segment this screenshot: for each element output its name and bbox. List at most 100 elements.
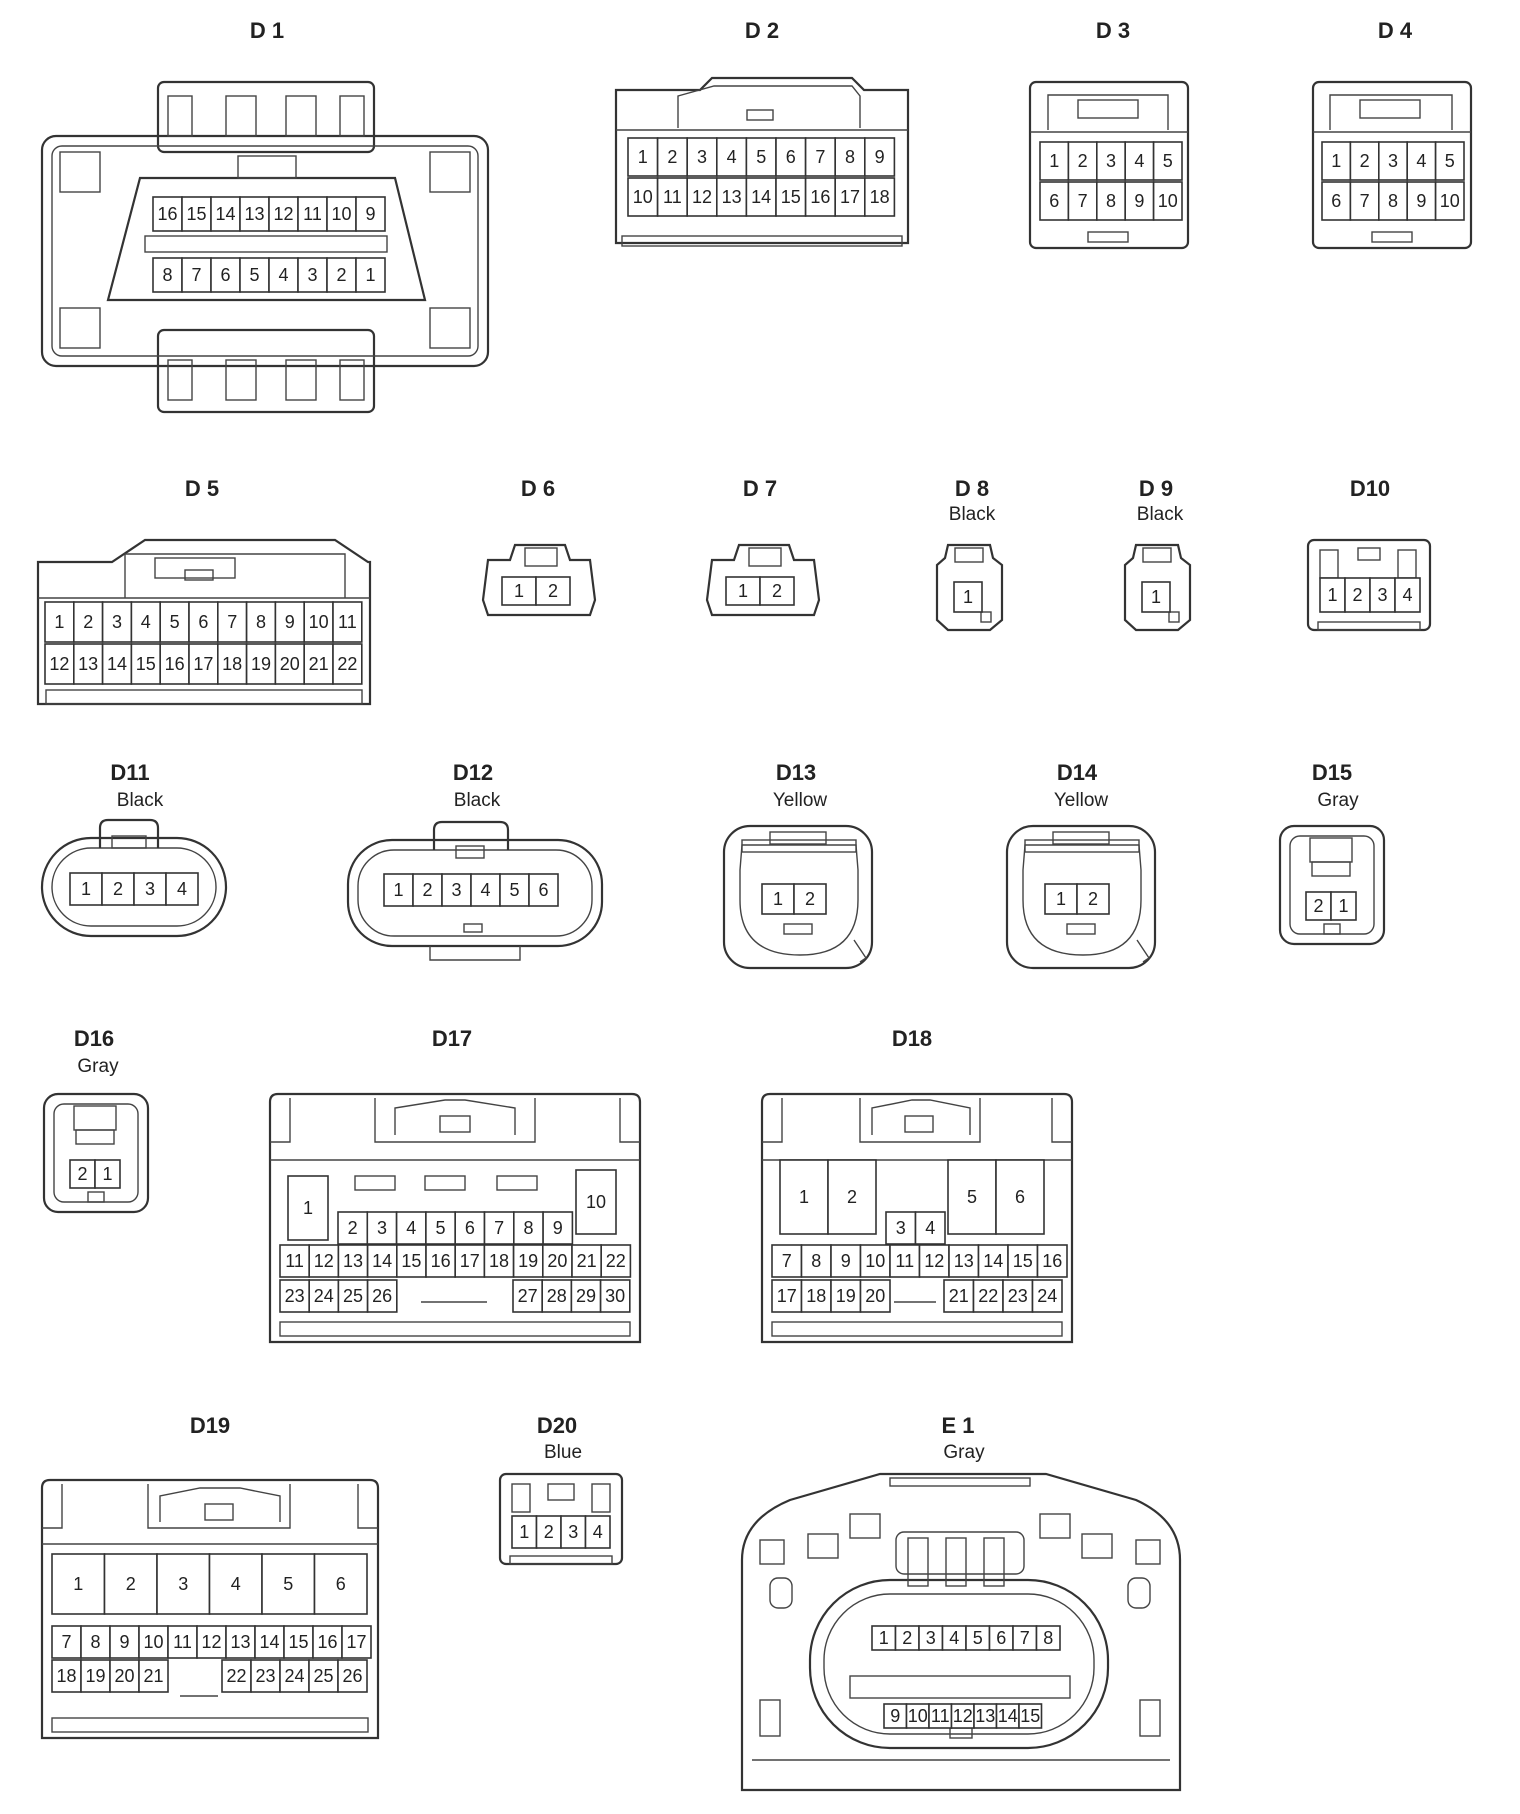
pin-cell: 6 xyxy=(528,873,559,907)
pin-cell: 22 xyxy=(600,1244,632,1278)
pin-cell: 2 xyxy=(103,1553,158,1615)
pin-number: 25 xyxy=(313,1666,333,1686)
pin-cell: 10 xyxy=(303,601,334,643)
pin-number: 29 xyxy=(576,1286,596,1306)
connector-color: Gray xyxy=(77,1056,119,1077)
pin-cell: 6 xyxy=(1039,181,1070,221)
pin-number: 4 xyxy=(278,265,288,285)
connector-d1: D 1 xyxy=(40,18,490,414)
connector-color: Black xyxy=(454,790,501,811)
connector-label: D11 xyxy=(110,760,149,785)
pin-number: 2 xyxy=(544,1522,554,1542)
pin-number: 5 xyxy=(1163,151,1173,171)
pin-cell: 4 xyxy=(941,1625,967,1651)
connector-label: D17 xyxy=(432,1026,472,1051)
pin-number: 1 xyxy=(519,1522,529,1542)
pin-cell: 16 xyxy=(804,177,836,217)
pin-cell: 1 xyxy=(1039,141,1070,181)
pin-number: 19 xyxy=(85,1666,105,1686)
pin-number: 12 xyxy=(201,1632,221,1652)
pin-number: 22 xyxy=(978,1286,998,1306)
pin-cell: 13 xyxy=(715,177,748,217)
pin-number: 11 xyxy=(285,1251,304,1271)
connector-d17: D17 xyxy=(268,1026,642,1344)
pin-cell: 19 xyxy=(830,1279,862,1313)
pin-cell: 12 xyxy=(44,643,75,685)
pin-cell: 4 xyxy=(715,137,748,177)
pin-number: 11 xyxy=(173,1632,192,1652)
pin-cell: 24 xyxy=(308,1279,340,1313)
pin-cell: 21 xyxy=(138,1659,169,1693)
pin-cell: 12 xyxy=(308,1244,340,1278)
pin-cell: 8 xyxy=(800,1244,832,1278)
pin-number: 17 xyxy=(840,187,860,207)
pin-number: 6 xyxy=(538,880,548,900)
pin-number: 7 xyxy=(494,1218,504,1238)
pin-number: 1 xyxy=(1049,151,1059,171)
pin-cell: 4 xyxy=(130,601,161,643)
pin-number: 9 xyxy=(1134,191,1144,211)
pin-number: 2 xyxy=(1313,896,1323,916)
pin-cell: 15 xyxy=(395,1244,427,1278)
connector-label: D 6 xyxy=(521,476,555,501)
pin-cell: 1 xyxy=(501,576,537,606)
pin-cell: 7 xyxy=(1349,181,1380,221)
pin-cell: 26 xyxy=(337,1659,368,1693)
pin-number: 3 xyxy=(112,612,122,632)
pin-number: 22 xyxy=(226,1666,246,1686)
pin-cell: 5 xyxy=(947,1159,997,1235)
pin-number: 2 xyxy=(667,147,677,167)
pin-number: 26 xyxy=(342,1666,362,1686)
pin-number: 14 xyxy=(998,1706,1018,1726)
pin-cell: 13 xyxy=(225,1625,256,1659)
pin-number: 13 xyxy=(78,654,98,674)
connector-label: D18 xyxy=(892,1026,932,1051)
pin-cell: 7 xyxy=(483,1211,515,1245)
pin-number: 24 xyxy=(314,1286,334,1306)
pin-cell: 14 xyxy=(101,643,133,685)
pin-cell: 19 xyxy=(80,1659,111,1693)
connector-label: D 4 xyxy=(1378,18,1413,43)
pin-number: 4 xyxy=(1134,151,1144,171)
pin-number: 7 xyxy=(1078,191,1088,211)
pin-number: 13 xyxy=(975,1706,995,1726)
pin-cell: 11 xyxy=(928,1703,953,1729)
pin-number: 5 xyxy=(756,147,766,167)
pin-cell: 14 xyxy=(995,1703,1020,1729)
pin-cell: 25 xyxy=(308,1659,339,1693)
pin-cell: 22 xyxy=(332,643,363,685)
pin-cell: 8 xyxy=(834,137,866,177)
pin-cell: 1 xyxy=(1141,581,1171,613)
pin-cell: 20 xyxy=(541,1244,573,1278)
pin-number: 15 xyxy=(288,1632,308,1652)
pin-cell: 7 xyxy=(1012,1625,1038,1651)
pin-cell: 1 xyxy=(871,1625,897,1651)
pin-number: 13 xyxy=(244,204,264,224)
connector-d20: D20 Blue xyxy=(498,1413,624,1566)
pin-number: 6 xyxy=(1015,1187,1025,1207)
connector-d19: D19 xyxy=(40,1413,380,1740)
pin-cell: 15 xyxy=(1018,1703,1043,1729)
pin-cell: 23 xyxy=(250,1659,281,1693)
pin-number: 19 xyxy=(518,1251,538,1271)
pin-cell: 11 xyxy=(297,196,328,232)
pin-number: 12 xyxy=(314,1251,334,1271)
pin-number: 4 xyxy=(925,1218,935,1238)
pin-cell: 5 xyxy=(745,137,777,177)
pin-number: 18 xyxy=(56,1666,76,1686)
connector-d12: D12 Black xyxy=(346,760,604,961)
connector-label: D 9 xyxy=(1139,476,1173,501)
pin-cell: 8 xyxy=(245,601,277,643)
pin-cell: 10 xyxy=(859,1244,891,1278)
pin-cell: 13 xyxy=(948,1244,980,1278)
pin-cell: 17 xyxy=(454,1244,486,1278)
pin-number: 2 xyxy=(1078,151,1088,171)
pin-cell: 18 xyxy=(863,177,896,217)
pin-cell: 16 xyxy=(152,196,183,232)
pin-cell: 15 xyxy=(283,1625,314,1659)
connector-label: D 3 xyxy=(1096,18,1130,43)
pin-number: 11 xyxy=(663,187,682,207)
pin-cell: 3 xyxy=(441,873,472,907)
pin-cell: 2 xyxy=(793,883,827,915)
pin-cell: 4 xyxy=(395,1211,427,1245)
